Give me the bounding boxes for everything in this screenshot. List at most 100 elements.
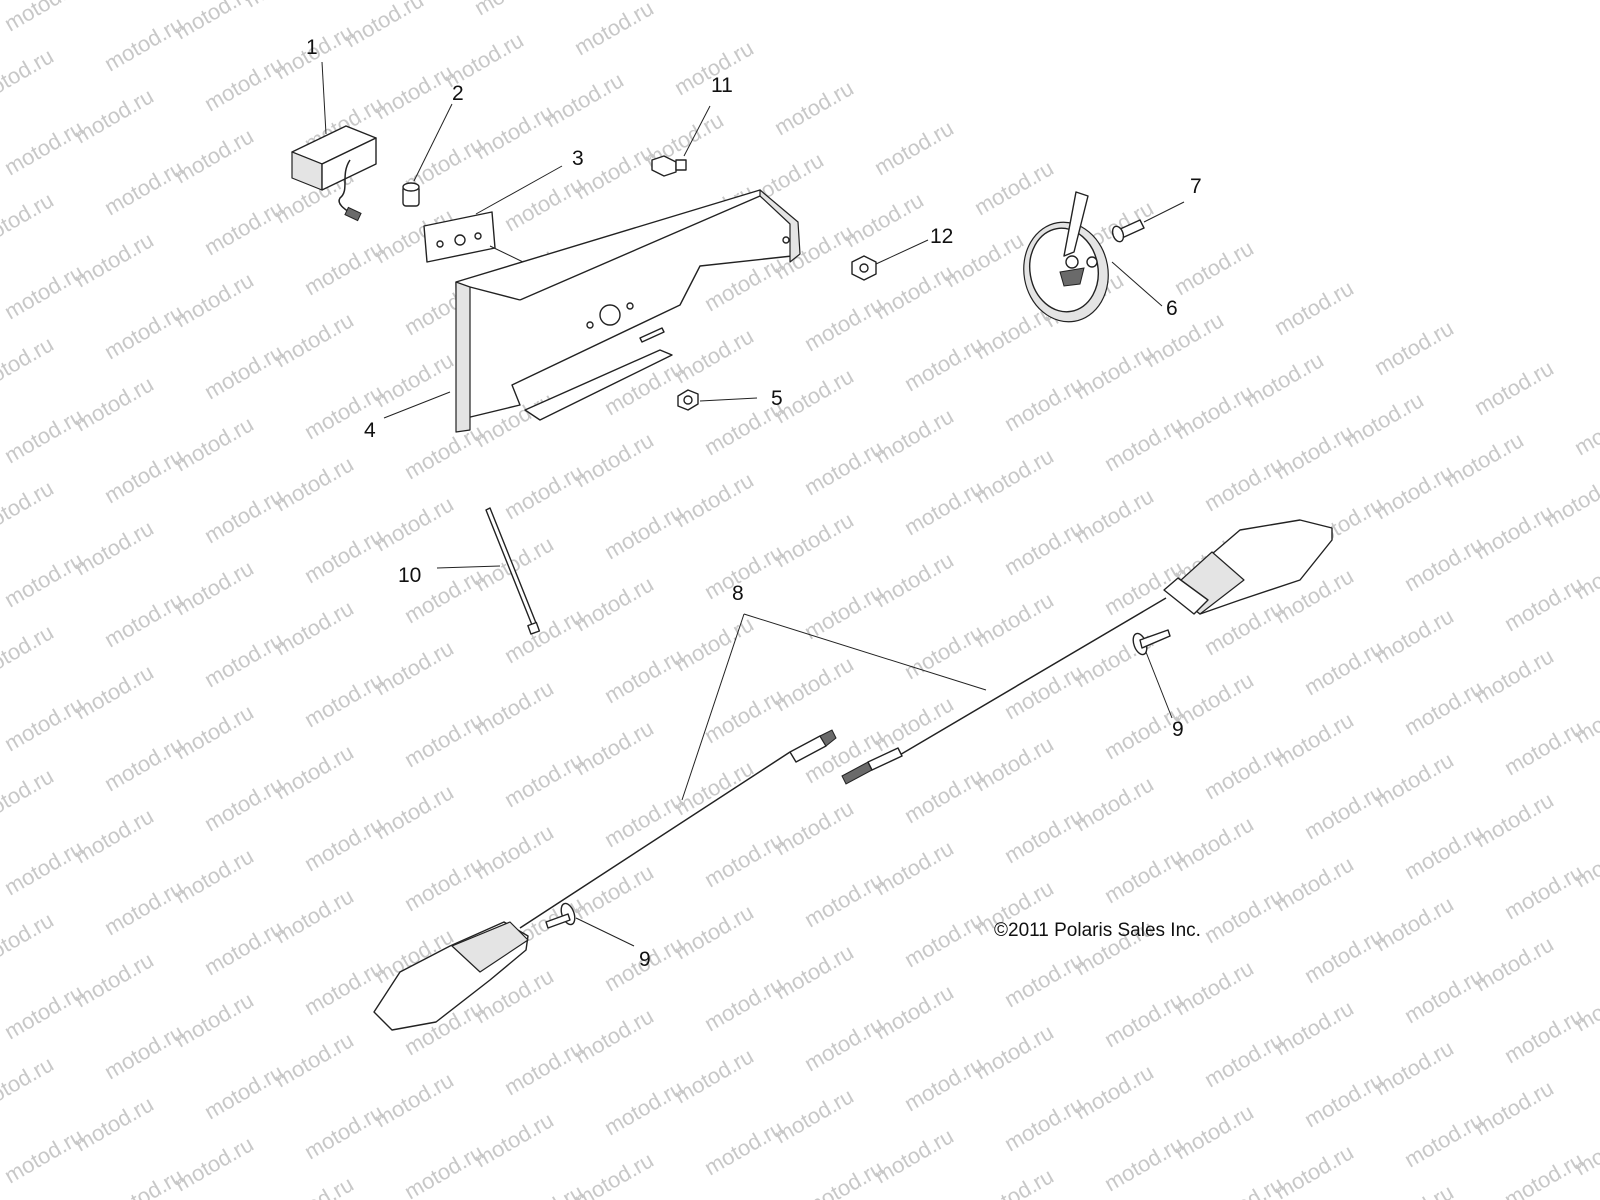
watermark-text: motod.ru: [300, 811, 388, 876]
watermark-text: motod.ru: [1500, 715, 1588, 780]
watermark-text: motod.ru: [1300, 779, 1388, 844]
watermark-text: motod.ru: [800, 291, 888, 356]
callout-6: 6: [1166, 297, 1178, 320]
watermark-text: motod.ru: [1000, 371, 1088, 436]
watermark-text: motod.ru: [400, 1139, 488, 1200]
watermark-text: motod.ru: [500, 747, 588, 812]
watermark-text: motod.ru: [1400, 963, 1488, 1028]
callout-7: 7: [1190, 175, 1202, 198]
watermark-text: motod.ru: [800, 1155, 888, 1200]
watermark-text: motod.ru: [200, 51, 288, 116]
watermark-text: motod.ru: [1000, 1091, 1088, 1156]
watermark-text: motod.ru: [500, 459, 588, 524]
watermark-text: motod.ru: [700, 971, 788, 1036]
callout-12: 12: [930, 225, 953, 248]
watermark-text: motod.ru: [0, 1051, 58, 1116]
watermark-text: motod.ru: [800, 867, 888, 932]
callout-4: 4: [364, 419, 376, 442]
callout-9-lower: 9: [639, 948, 651, 971]
callout-11: 11: [711, 74, 733, 97]
watermark-text: motod.ru: [900, 763, 988, 828]
watermark-text: motod.ru: [0, 619, 58, 684]
watermark-text: motod.ru: [1400, 1107, 1488, 1172]
watermark-text: motod.ru: [1370, 1179, 1458, 1200]
watermark-text: motod.ru: [900, 1051, 988, 1116]
watermark-text: motod.ru: [100, 299, 188, 364]
watermark-text: motod.ru: [770, 75, 858, 140]
bolt-7: [1111, 201, 1185, 243]
spacer-2: [402, 103, 453, 207]
turn-signal-assembly-8: [373, 519, 1333, 1031]
horn-6: [1023, 191, 1163, 323]
watermark-text: motod.ru: [0, 907, 58, 972]
watermark-text: motod.ru: [0, 1123, 88, 1188]
watermark-text: motod.ru: [200, 339, 288, 404]
watermark-text: motod.ru: [1300, 923, 1388, 988]
callout-9-upper: 9: [1172, 718, 1184, 741]
watermark-text: motod.ru: [300, 1099, 388, 1164]
watermark-text: motod.ru: [400, 707, 488, 772]
watermark-text: motod.ru: [600, 643, 688, 708]
watermark-text: motod.ru: [500, 1179, 588, 1200]
watermark-text: motod.ru: [1170, 235, 1258, 300]
watermark-text: motod.ru: [100, 155, 188, 220]
watermark-text: motod.ru: [1500, 1147, 1588, 1200]
watermark-text: motod.ru: [1270, 275, 1358, 340]
watermark-text: motod.ru: [0, 0, 88, 36]
watermark-text: motod.ru: [1100, 411, 1188, 476]
watermark-text: motod.ru: [100, 11, 188, 76]
watermark-text: motod.ru: [700, 827, 788, 892]
watermark-text: motod.ru: [100, 875, 188, 940]
watermark-text: motod.ru: [400, 419, 488, 484]
watermark-text: motod.ru: [0, 403, 88, 468]
watermark-text: motod.ru: [1500, 571, 1588, 636]
watermark-text: motod.ru: [1000, 515, 1088, 580]
watermark-text: motod.ru: [1200, 883, 1288, 948]
watermark-text: motod.ru: [600, 1075, 688, 1140]
watermark-text: motod.ru: [1470, 355, 1558, 420]
watermark-text: motod.ru: [1100, 987, 1188, 1052]
watermark-text: motod.ru: [100, 587, 188, 652]
watermark-text: motod.ru: [900, 619, 988, 684]
watermark-text: motod.ru: [200, 771, 288, 836]
watermark-text: motod.ru: [970, 155, 1058, 220]
watermark-text: motod.ru: [1100, 843, 1188, 908]
watermark-text: motod.ru: [100, 1163, 188, 1200]
watermark-text: motod.ru: [900, 907, 988, 972]
watermark-text: motod.ru: [200, 483, 288, 548]
license-bracket-4: [383, 189, 801, 433]
screw-9-upper: [1132, 629, 1173, 719]
watermark-text: motod.ru: [1200, 739, 1288, 804]
watermark-text: motod.ru: [1200, 1027, 1288, 1092]
watermark-text: motod.ru: [600, 787, 688, 852]
callout-1: 1: [306, 36, 318, 59]
watermark-text: motod.ru: [170, 0, 258, 44]
watermark-text: motod.ru: [0, 43, 58, 108]
screw-9-lower: [545, 902, 635, 947]
watermark-text: motod.ru: [1200, 1171, 1288, 1200]
watermark-text: motod.ru: [600, 499, 688, 564]
watermark-text: motod.ru: [970, 1163, 1058, 1200]
watermark-text: motod.ru: [1570, 395, 1600, 460]
watermark-text: motod.ru: [200, 915, 288, 980]
watermark-text: motod.ru: [0, 259, 88, 324]
watermark-text: motod.ru: [1300, 1067, 1388, 1132]
watermark-text: motod.ru: [1400, 675, 1488, 740]
watermark-text: motod.ru: [0, 835, 88, 900]
watermark-text: motod.ru: [0, 187, 58, 252]
watermark-text: motod.ru: [300, 235, 388, 300]
watermark-text: motod.ru: [1000, 659, 1088, 724]
watermark-text: motod.ru: [300, 523, 388, 588]
watermark-text: motod.ru: [1400, 531, 1488, 596]
watermark-text: motod.ru: [500, 1035, 588, 1100]
watermark-text: motod.ru: [0, 115, 88, 180]
watermark-text: motod.ru: [200, 1059, 288, 1124]
watermark-text: motod.ru: [500, 603, 588, 668]
watermark-text: motod.ru: [1370, 315, 1458, 380]
watermark-text: motod.ru: [1100, 1131, 1188, 1196]
watermark-text: motod.ru: [870, 115, 958, 180]
watermark-text: motod.ru: [1300, 635, 1388, 700]
watermark-text: motod.ru: [1500, 859, 1588, 924]
watermark-text: motod.ru: [570, 1147, 658, 1200]
callout-2: 2: [452, 82, 464, 105]
